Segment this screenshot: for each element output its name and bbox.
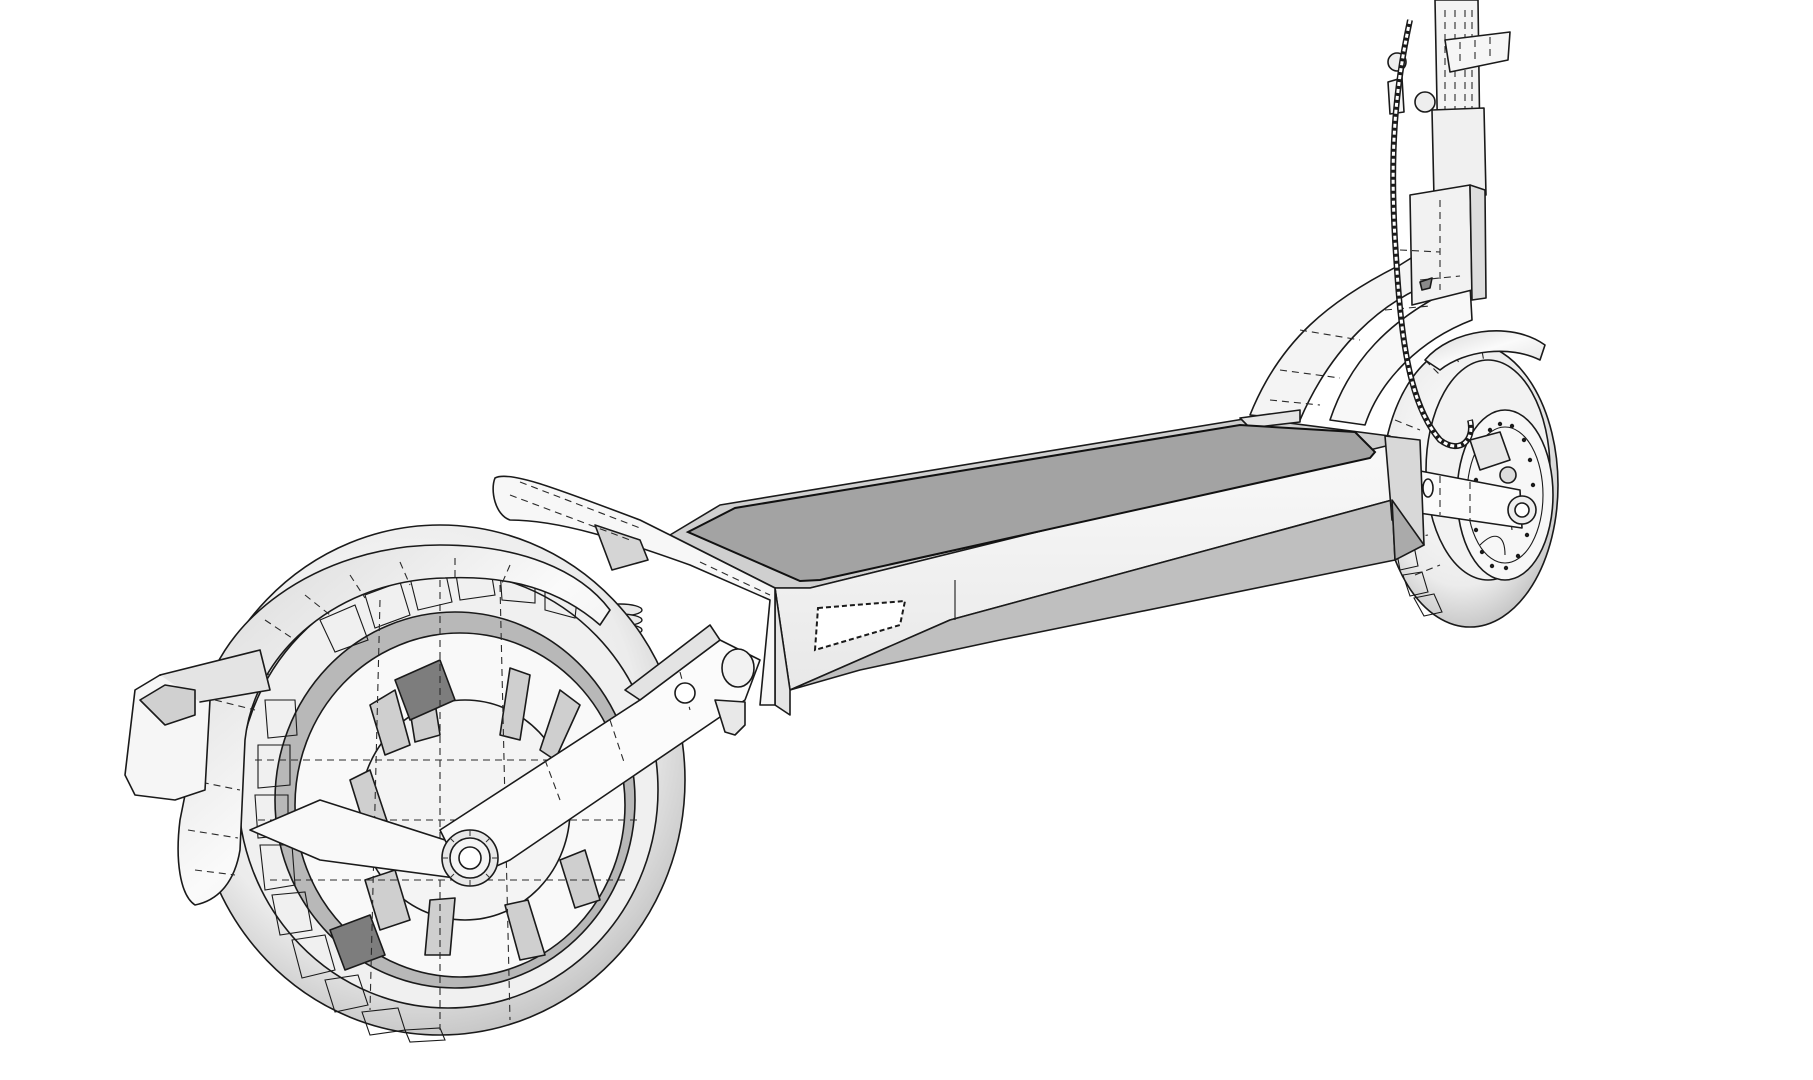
- swingarm: [249, 624, 761, 881]
- brake-cable: [1390, 19, 1474, 449]
- rear-fender: [177, 544, 611, 906]
- brake-caliper: [1469, 431, 1511, 471]
- rear-kickplate: [492, 475, 776, 706]
- side-reflector: [813, 599, 907, 652]
- front-fork: [1249, 184, 1487, 426]
- tail-light: [124, 649, 271, 801]
- rear-axle: [441, 829, 499, 887]
- rear-wheel: [194, 524, 686, 1043]
- pivot-hole-icon: [674, 682, 696, 704]
- axle-nut-icon: [458, 846, 482, 870]
- grip-pad: [685, 423, 1377, 583]
- stem: [1431, 0, 1487, 219]
